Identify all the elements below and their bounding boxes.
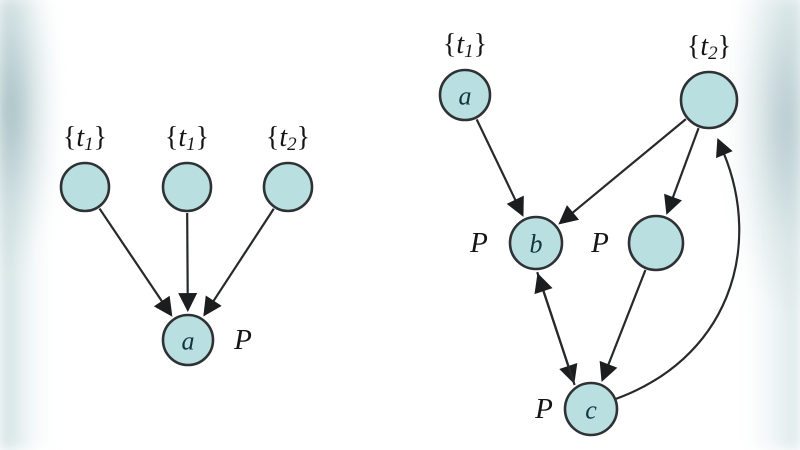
type-annotation: {t1} xyxy=(63,122,107,155)
node-circle[interactable] xyxy=(161,161,213,213)
edge-Ra-to-Rb xyxy=(475,118,524,217)
edge-L2-to-La xyxy=(178,212,198,313)
nodes-layer: a a b c xyxy=(59,68,739,437)
node-circle[interactable] xyxy=(563,381,619,437)
node-Rd[interactable] xyxy=(627,214,685,272)
node-b[interactable]: b xyxy=(508,215,564,271)
edge-Rc-to-Rt2 xyxy=(608,138,741,403)
node-circle[interactable] xyxy=(627,214,685,272)
node-circle[interactable] xyxy=(508,215,564,271)
node-Rt2[interactable] xyxy=(679,70,739,130)
edge-Rc-to-Rb xyxy=(534,273,576,386)
predicate-label: P xyxy=(590,227,609,259)
type-annotation: {t2} xyxy=(266,122,310,155)
node-c[interactable]: c xyxy=(563,381,619,437)
node-L2[interactable] xyxy=(161,161,213,213)
edge-Rt2-to-Rb xyxy=(558,118,687,225)
edge-Rd-to-Rc xyxy=(599,269,647,382)
edge-L3-to-La xyxy=(203,208,275,317)
type-annotation: {t1} xyxy=(443,29,487,62)
node-L3[interactable] xyxy=(262,161,314,213)
edge-Rt2-to-Rd xyxy=(664,127,700,215)
node-circle[interactable] xyxy=(262,161,314,213)
type-annotation: {t1} xyxy=(165,122,209,155)
node-circle[interactable] xyxy=(679,70,739,130)
predicate-label: P xyxy=(469,227,488,259)
node-label: b xyxy=(530,230,543,259)
node-a[interactable]: a xyxy=(438,68,492,122)
node-label: c xyxy=(585,396,597,425)
node-circle[interactable] xyxy=(161,313,215,367)
node-circle[interactable] xyxy=(438,68,492,122)
edges-layer xyxy=(98,118,741,403)
type-annotation: {t2} xyxy=(687,31,731,64)
predicate-label: P xyxy=(534,393,553,425)
node-label: a xyxy=(182,327,195,356)
predicate-label: P xyxy=(233,324,252,356)
node-L1[interactable] xyxy=(59,161,111,213)
node-label: a xyxy=(459,82,472,111)
edge-L1-to-La xyxy=(98,207,173,317)
node-circle[interactable] xyxy=(59,161,111,213)
labels-layer: {t1} {t1} {t2} P {t1} {t2} P P P xyxy=(63,29,731,426)
node-a[interactable]: a xyxy=(161,313,215,367)
